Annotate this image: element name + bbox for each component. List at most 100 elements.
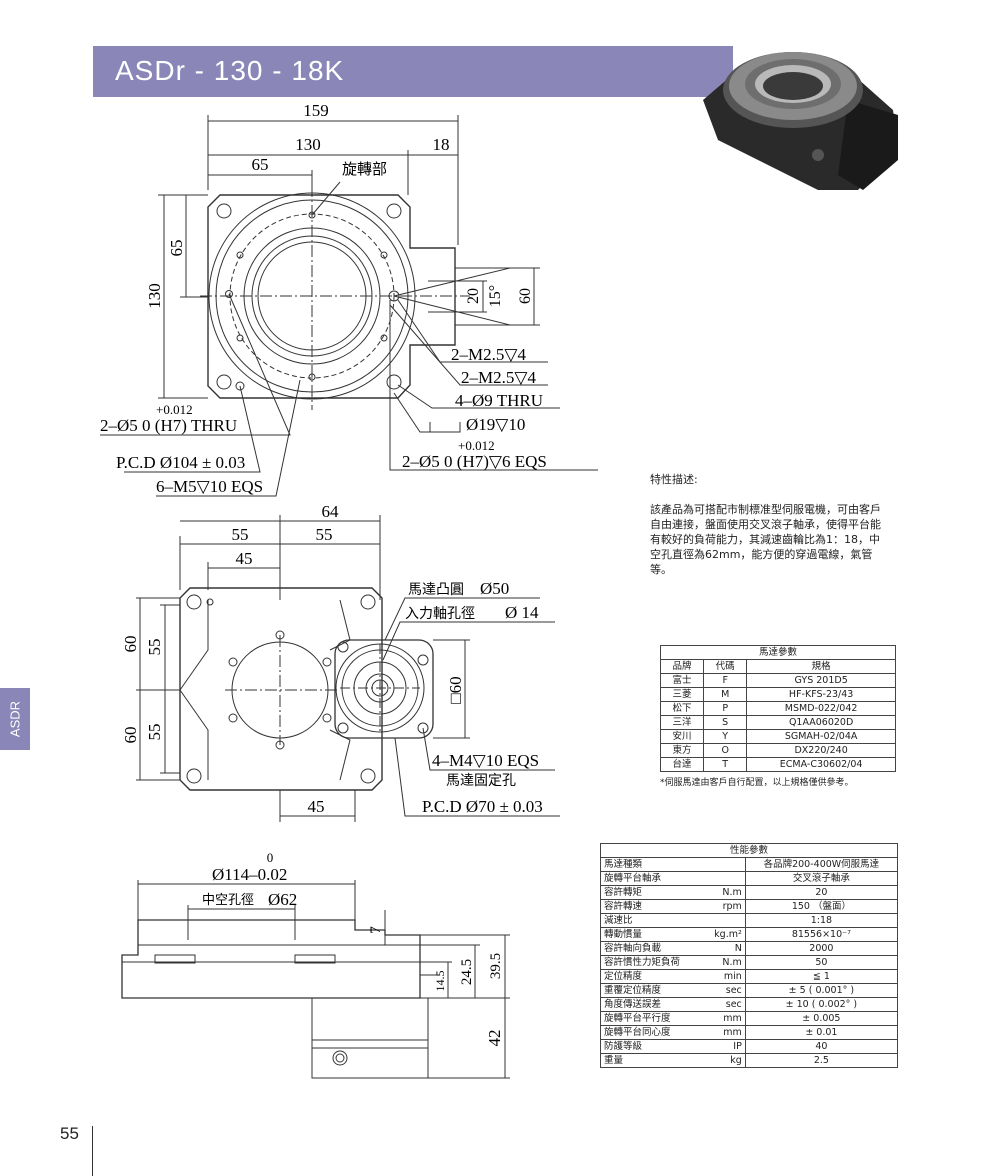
page-number: 55 <box>60 1124 79 1143</box>
dim-60-b: 60 <box>121 727 140 744</box>
callout-pin-right: 2–Ø5 0 (H7)▽6 EQS <box>402 452 547 471</box>
table-cell: P <box>703 701 748 716</box>
table-cell: 容許轉矩 <box>599 885 703 900</box>
table-row: 馬達種類 各品牌200-400W伺服馬達 <box>599 857 899 872</box>
table-cell: 防護等級 <box>599 1039 703 1054</box>
dim-45-bottom: 45 <box>308 797 325 816</box>
feature-description: 特性描述: 該產品為可搭配市制標准型伺服電機，可由客戶自由連接，盤面使用交叉滾子… <box>650 472 890 577</box>
dim-130-top: 130 <box>295 135 321 154</box>
table-header: 代碼 <box>703 659 748 674</box>
table-cell: 東方 <box>659 743 705 758</box>
dim-50: Ø50 <box>480 579 509 598</box>
dim-62: Ø62 <box>268 890 297 909</box>
table-cell: N <box>702 941 746 956</box>
table-cell: 150 （盤面） <box>744 899 899 914</box>
table-cell: 角度傳送誤差 <box>599 997 703 1012</box>
section-tab: ASDR <box>0 688 30 750</box>
table-cell: 20 <box>744 885 899 900</box>
page-number-divider <box>92 1126 93 1176</box>
table-cell: 81556×10⁻⁷ <box>744 927 899 942</box>
label-rotating-part: 旋轉部 <box>342 161 387 178</box>
performance-table: 性能參數 馬達種類各品牌200-400W伺服馬達 旋轉平台軸承交叉滾子軸承 容許… <box>599 843 899 1068</box>
table-cell <box>702 857 746 872</box>
dim-60-a: 60 <box>121 636 140 653</box>
dim-55-c: 55 <box>145 639 164 656</box>
callout-m5: 6–M5▽10 EQS <box>156 477 263 496</box>
performance-parameters: 性能參數 馬達種類各品牌200-400W伺服馬達 旋轉平台軸承交叉滾子軸承 容許… <box>599 843 899 1068</box>
dim-130-left: 130 <box>145 283 164 309</box>
table-cell: F <box>703 673 748 688</box>
callout-pin-left: 2–Ø5 0 (H7) THRU <box>100 416 237 435</box>
label-hollow: 中空孔徑 <box>202 892 254 907</box>
dim-sq60: □60 <box>446 676 465 703</box>
table-cell: ECMA-C30602/04 <box>746 757 896 772</box>
dim-18: 18 <box>433 135 450 154</box>
table-cell: rpm <box>702 899 746 914</box>
table-cell: S <box>703 715 748 730</box>
table-cell <box>702 871 746 886</box>
table-cell: ± 0.01 <box>744 1025 899 1040</box>
table-cell: ± 10 ( 0.002° ) <box>744 997 899 1012</box>
dim-15deg: 15° <box>487 285 504 307</box>
table-cell: sec <box>702 997 746 1012</box>
table-cell: kg <box>702 1053 746 1068</box>
table-cell: DX220/240 <box>746 743 896 758</box>
title-bar: ASDr - 130 - 18K <box>93 46 733 97</box>
table-cell: 轉動慣量 <box>599 927 703 942</box>
table-cell: 馬達種類 <box>599 857 703 872</box>
label-motor-boss: 馬達凸圓 <box>408 582 464 598</box>
table-cell: 三洋 <box>659 715 705 730</box>
table-cell: 安川 <box>659 729 705 744</box>
table-cell: O <box>703 743 748 758</box>
table-cell: 三菱 <box>659 687 705 702</box>
callout-9-thru: 4–Ø9 THRU <box>455 391 543 410</box>
table-cell: 定位精度 <box>599 969 703 984</box>
dim-65-left: 65 <box>167 240 186 257</box>
motor-table-note: *伺服馬達由客戶自行配置，以上規格僅供參考。 <box>660 778 854 788</box>
dim-159: 159 <box>303 101 329 120</box>
table-cell: N.m <box>702 955 746 970</box>
table-cell: 1:18 <box>744 913 899 928</box>
table-cell: N.m <box>702 885 746 900</box>
label-motor-fix: 馬達固定孔 <box>446 773 516 789</box>
table-cell: 2.5 <box>744 1053 899 1068</box>
tol-pin-right: +0.012 <box>458 438 495 453</box>
table-cell: HF-KFS-23/43 <box>746 687 896 702</box>
tol-pin-left: +0.012 <box>156 402 193 417</box>
table-cell: mm <box>702 1011 746 1026</box>
feature-body: 該產品為可搭配市制標准型伺服電機，可由客戶自由連接，盤面使用交叉滾子軸承，使得平… <box>650 503 881 576</box>
table-cell: 重量 <box>599 1053 703 1068</box>
dim-55-d: 55 <box>145 724 164 741</box>
dim-7: 7 <box>368 926 384 934</box>
dim-24-5: 24.5 <box>459 959 475 985</box>
table-cell: 2000 <box>744 941 899 956</box>
dim-14-5: 14.5 <box>433 971 447 992</box>
table-cell: ± 0.005 <box>744 1011 899 1026</box>
table-cell: MSMD-022/042 <box>746 701 896 716</box>
table-cell: 重覆定位精度 <box>599 983 703 998</box>
table-cell: T <box>703 757 748 772</box>
table-cell: 各品牌200-400W伺服馬達 <box>744 857 899 872</box>
table-cell: 富士 <box>659 673 705 688</box>
table-cell: mm <box>702 1025 746 1040</box>
dim-55-b: 55 <box>316 525 333 544</box>
table-cell: 減速比 <box>599 913 703 928</box>
dim-42: 42 <box>485 1030 504 1047</box>
